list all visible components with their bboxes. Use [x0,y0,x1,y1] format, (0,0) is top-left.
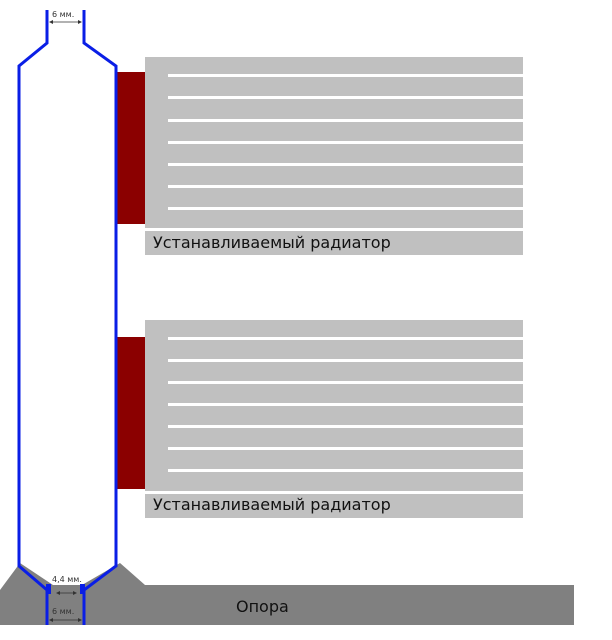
heat-pipe-right-clamp [80,584,85,594]
fin-gap [145,491,523,494]
fin-gap [168,163,523,166]
support-base: Опора [0,563,574,625]
dimension-bottom-inner-arrowhead-left [56,591,60,595]
radiator-2-body [145,320,523,518]
dimension-bottom-label: 6 мм. [52,607,74,616]
dimension-bottom-arrowhead-right [78,618,82,622]
heat-pipe [17,10,118,625]
fin-gap [168,74,523,77]
fin-gap [168,469,523,472]
heat-pipe-left-clamp [46,584,51,594]
dimension-bottom-inner-arrowhead-right [73,591,77,595]
dimension-top: 6 мм. [49,10,82,24]
fin-gap [168,185,523,188]
dimension-top-arrowhead-left [49,20,53,24]
fin-gap [168,381,523,384]
fin-gap [168,359,523,362]
heat-pad-2 [117,337,147,489]
radiator-2-label: Устанавливаемый радиатор [153,495,391,514]
support-shape [0,563,574,625]
radiator-1: Устанавливаемый радиатор [117,57,523,255]
heat-pad-1 [117,72,147,224]
support-label: Опора [236,597,289,616]
fin-gap [168,96,523,99]
radiator-2-fin-gaps [145,337,523,494]
dimension-bottom-arrowhead-left [49,618,53,622]
fin-gap [168,403,523,406]
heat-pipe-right-wall [82,10,118,625]
fin-gap [168,337,523,340]
radiator-1-fin-gaps [145,74,523,231]
heat-pipe-left-wall [17,10,49,625]
fin-gap [168,447,523,450]
dimension-top-label: 6 мм. [52,10,74,19]
fin-gap [145,228,523,231]
dimension-bottom-inner: 4,4 мм. [52,575,82,595]
radiator-1-label: Устанавливаемый радиатор [153,233,391,252]
dimension-top-arrowhead-right [78,20,82,24]
radiator-1-body [145,57,523,255]
dimension-bottom: 6 мм. [49,607,82,622]
fin-gap [168,425,523,428]
fin-gap [168,141,523,144]
fin-gap [168,207,523,210]
dimension-bottom-inner-label: 4,4 мм. [52,575,82,584]
fin-gap [168,119,523,122]
radiator-2: Устанавливаемый радиатор [117,320,523,518]
